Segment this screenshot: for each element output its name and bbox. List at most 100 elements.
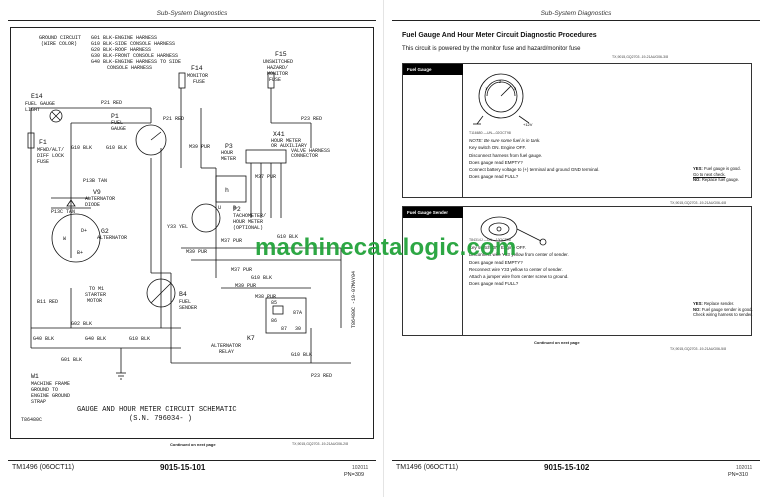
f1-desc: DIFF LOCK [37, 153, 64, 159]
relay-terminal: 87A [293, 310, 302, 316]
f14-label: F14 [191, 65, 203, 72]
relay-terminal: 87 [281, 326, 287, 332]
p2-desc: (OPTIONAL) [233, 225, 263, 231]
k7-desc: ALTERNATOR [211, 343, 241, 349]
wire-label: P21 RED [163, 116, 184, 122]
continued-note: Continued on next page [534, 340, 580, 345]
wire-label: M38 PUR [255, 294, 276, 300]
starter-desc: STARTER [85, 292, 106, 298]
w1-desc: ENGINE GROUND [31, 393, 70, 399]
legend-item: G10 BLK-SIDE CONSOLE HARNESS [91, 41, 175, 47]
p3-desc: HOUR [221, 150, 233, 156]
k7-label: K7 [247, 335, 255, 342]
wire-label: P13C TAN [51, 209, 75, 215]
wire-label: G40 BLK [33, 336, 54, 342]
fuel-gauge-diagram: 1 2 3 +12V [473, 73, 533, 127]
figure-ref: T84314J —UN—13OCT98 [469, 238, 511, 242]
gauge-mark: 2 [499, 79, 502, 84]
p3-desc: METER [221, 156, 236, 162]
step: Key switch ON. Engine OFF. [469, 145, 527, 151]
fuel-gauge-steps: T116680 —UN—02OCT98 NOTE: Be sure some f… [469, 130, 669, 180]
step: Key switch ON. Engine OFF. [469, 245, 527, 251]
wire-label: G02 BLK [71, 321, 92, 327]
step: Does gauge read EMPTY? [469, 259, 523, 265]
watermark: machinecatalogic.com [255, 234, 517, 261]
p1-desc: GAUGE [111, 126, 126, 132]
wire-label: P23 RED [311, 373, 332, 379]
g2-label: G2 [101, 228, 109, 235]
step: Connect battery voltage to (+) terminal … [469, 167, 600, 173]
w1-desc: STRAP [31, 399, 46, 405]
f15-desc: HAZARD/ [267, 65, 288, 71]
w1-label: W1 [31, 373, 39, 380]
v9-label: V9 [93, 189, 101, 196]
footer-page-number: 9015-15-101 [160, 463, 206, 472]
legend-heading-2: (WIRE COLOR) [41, 41, 77, 47]
corner-ref: T86480C [21, 417, 42, 423]
footer-date-code: 102011 [352, 465, 369, 471]
step: Reconnect wire Y33 yellow to center of s… [469, 266, 563, 272]
v9-desc: ALTERNATOR [85, 196, 115, 202]
fuel-gauge-box: Fuel Gauge 1 2 3 +12V T116680 —UN—02OCT9… [402, 63, 752, 198]
f14-desc: MONITOR [187, 73, 208, 79]
wire-label: G01 BLK [61, 357, 82, 363]
result-link[interactable]: Go to next check. [693, 171, 726, 177]
fuel-sender-label: Fuel Gauge Sender [403, 207, 463, 218]
terminal-letter: W [63, 236, 66, 242]
result-key: YES: [693, 166, 703, 171]
p2-label: P2 [233, 206, 241, 213]
result-text: Fuel gauge is good. [703, 166, 741, 171]
section-subtitle: This circuit is powered by the monitor f… [402, 46, 581, 52]
wire-label: G40 BLK [85, 336, 106, 342]
legend-heading-1: GROUND CIRCUIT [39, 35, 81, 41]
f1-label: F1 [39, 139, 47, 146]
right-page-header: Sub-System Diagnostics [392, 10, 760, 21]
schematic-caption-sn: (S.N. 796034- ) [129, 415, 192, 423]
step: NOTE: Be sure some fuel is in tank. [469, 138, 541, 144]
figure-ref: T116680 —UN—02OCT98 [469, 131, 511, 135]
fuel-sender-side: Fuel Gauge Sender [403, 207, 463, 335]
w1-desc: GROUND TO [31, 387, 58, 393]
p2-desc: TACHOMETER/ [233, 213, 266, 219]
fuel-sender-results: YES: Replace sender. NO: Fuel gauge send… [693, 301, 765, 318]
wire-label: G10 BLK [106, 145, 127, 151]
f15-label: F15 [275, 51, 287, 58]
fuel-sender-steps: T84314J —UN—13OCT98 Key switch ON. Engin… [469, 237, 669, 287]
wire-label: M39 PUR [235, 283, 256, 289]
footer-pn: PN=310 [728, 472, 749, 478]
starter-desc: TO M1 [89, 286, 104, 292]
left-page: Sub-System Diagnostics [8, 10, 376, 478]
footer-manual-id: TM1496 (06OCT11) [396, 464, 459, 471]
gauge-mark: 3 [514, 86, 517, 91]
terminal-letter: U [218, 205, 221, 211]
wire-label: M37 PUR [231, 267, 252, 273]
x41-desc: OR AUXILIARY [271, 143, 307, 149]
fuel-sender-box: Fuel Gauge Sender T84314J —UN—13OCT98 Ke… [402, 206, 753, 336]
p2-desc: HOUR METER [233, 219, 263, 225]
fuel-gauge-results: YES: Fuel gauge is good. Go to next chec… [693, 166, 765, 183]
circuit-schematic: GROUND CIRCUIT (WIRE COLOR) G01 BLK-ENGI… [21, 35, 357, 423]
schematic-frame: GROUND CIRCUIT (WIRE COLOR) G01 BLK-ENGI… [10, 27, 374, 439]
wire-label: G10 BLK [71, 145, 92, 151]
wire-label: P13B TAN [83, 178, 107, 184]
starter-desc: MOTOR [87, 298, 102, 304]
wire-label: M37 PUR [221, 238, 242, 244]
f15-desc: UNSWITCHED [263, 59, 293, 65]
section-ref: TX,9015,GQ2703 -19-21AUG06-3/8 [612, 55, 669, 59]
fuel-sender-diagram [480, 216, 547, 246]
wire-label: G10 BLK [291, 352, 312, 358]
f15-desc: FUSE [269, 77, 281, 83]
wire-label: Y33 YEL [167, 224, 188, 230]
b4-label: B4 [179, 291, 187, 298]
v9-desc: DIODE [85, 202, 100, 208]
step: Does gauge read EMPTY? [469, 159, 523, 165]
schematic-caption: GAUGE AND HOUR METER CIRCUIT SCHEMATIC [77, 406, 237, 414]
terminal-letter: B+ [77, 250, 83, 256]
p3-label: P3 [225, 143, 233, 150]
wire-label: B11 RED [37, 299, 58, 305]
result-text: Replace fuel gauge. [701, 177, 740, 182]
result-text: Fuel gauge sender is good. Check wiring … [693, 306, 753, 318]
x41-label: X41 [273, 131, 285, 138]
k7-desc: RELAY [219, 349, 234, 355]
wire-label: P23 RED [301, 116, 322, 122]
